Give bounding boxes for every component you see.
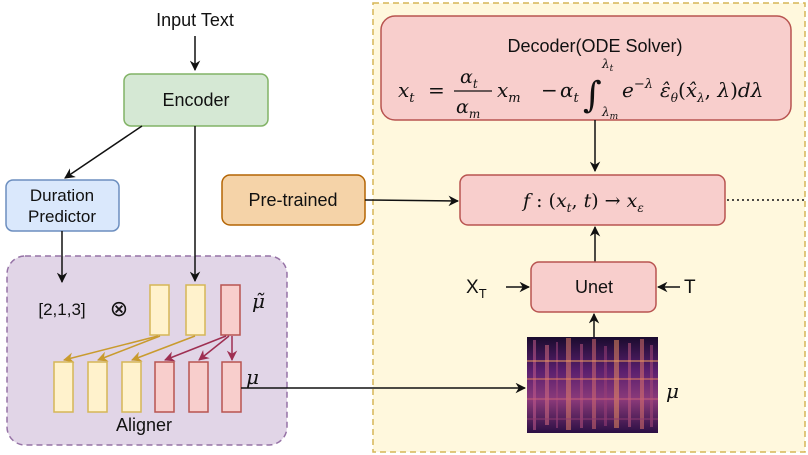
xT-label: XT xyxy=(466,277,487,301)
score-function-equation: f : (xt, t) → xε xyxy=(521,190,644,215)
aligned-bar-2 xyxy=(87,361,108,413)
encoded-bar-2 xyxy=(185,284,206,336)
aligned-bar-4 xyxy=(154,361,175,413)
svg-text:ε̂θ(x̂λ, λ)dλ: ε̂θ(x̂λ, λ)dλ xyxy=(660,78,763,105)
encoder-to-duration-arrow xyxy=(64,125,143,179)
expand-arrow-y3 xyxy=(131,335,196,362)
pretrained-label: Pre-trained xyxy=(248,190,337,210)
svg-text:−: − xyxy=(541,78,558,102)
mel-spectrogram-image xyxy=(527,337,658,433)
duration-predictor-label-line1: Duration xyxy=(30,186,94,205)
aligner-container xyxy=(6,255,288,446)
unet-box xyxy=(530,261,657,313)
mu-tilde-label: μ̃ xyxy=(252,289,265,313)
t-label: T xyxy=(684,277,696,298)
duration-predictor-label-line2: Predictor xyxy=(28,207,96,226)
input-text-label: Input Text xyxy=(156,10,234,30)
svg-text:=: = xyxy=(428,78,445,102)
encoded-bar-3 xyxy=(220,284,241,336)
decoder-title: Decoder(ODE Solver) xyxy=(507,36,682,56)
aligned-bar-6 xyxy=(221,361,242,413)
encoded-bar-1 xyxy=(149,284,170,336)
score-function-box xyxy=(459,174,726,226)
durations-label: [2,1,3] xyxy=(38,300,85,319)
spectrogram-mu-label: μ xyxy=(666,379,679,403)
expand-arrow-y1 xyxy=(62,335,159,363)
aligned-bar-5 xyxy=(188,361,209,413)
expand-arrow-r2 xyxy=(198,335,230,361)
svg-text:∫: ∫ xyxy=(583,75,602,116)
mu-label: μ xyxy=(246,365,259,389)
otimes-symbol: ⊗ xyxy=(110,296,128,321)
pretrained-to-f-arrow xyxy=(364,195,460,207)
unet-label: Unet xyxy=(575,277,613,297)
aligner-label: Aligner xyxy=(116,415,172,435)
expand-arrow-y2 xyxy=(97,335,161,362)
decoder-box xyxy=(380,15,792,121)
aligned-bar-3 xyxy=(121,361,142,413)
aligned-bar-1 xyxy=(53,361,74,413)
encoder-label: Encoder xyxy=(162,90,229,110)
svg-text:f : (xt, t) → xε: f : (xt, t) → xε xyxy=(521,190,644,215)
encoder-box xyxy=(123,73,269,127)
expand-arrow-r1 xyxy=(164,335,227,362)
